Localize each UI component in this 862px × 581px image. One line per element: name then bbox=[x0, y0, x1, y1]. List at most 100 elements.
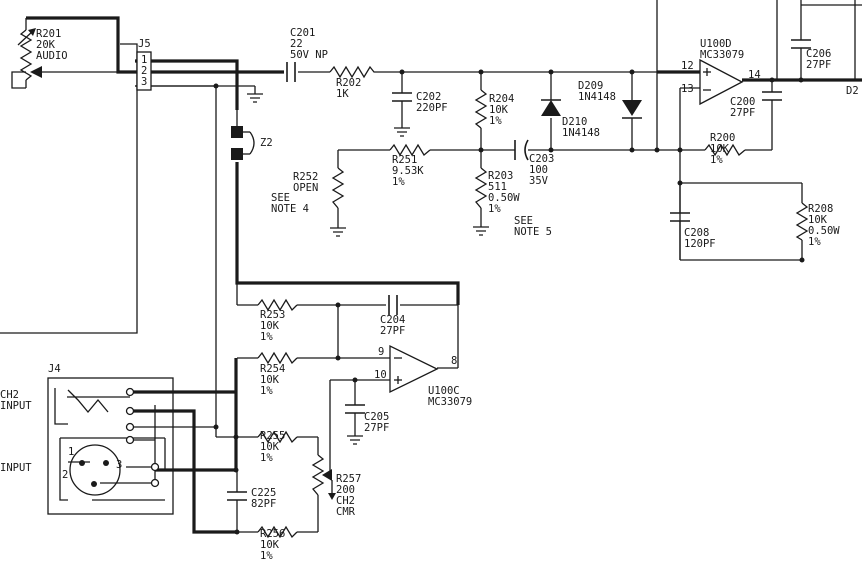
r255-resistor bbox=[257, 430, 298, 444]
label-line: 27PF bbox=[806, 59, 831, 71]
label-line: R202 bbox=[336, 77, 361, 89]
label-line: 10K bbox=[710, 143, 730, 155]
r253-resistor bbox=[257, 298, 298, 312]
label-line: 1% bbox=[489, 115, 502, 127]
label-line: 1N4148 bbox=[578, 91, 616, 103]
r201-potentiometer bbox=[11, 18, 118, 89]
label-line: NOTE 5 bbox=[514, 226, 552, 238]
d209-diode bbox=[622, 100, 642, 119]
label-line: 1 bbox=[141, 54, 147, 66]
label-line: R255 bbox=[260, 430, 285, 442]
label-line: 1% bbox=[710, 154, 723, 166]
label-line: C208 bbox=[684, 227, 709, 239]
label-line: 220PF bbox=[416, 102, 448, 114]
label-line: 1N4148 bbox=[562, 127, 600, 139]
u100c-opamp bbox=[389, 344, 439, 394]
label-line: 3 bbox=[141, 76, 147, 88]
label-line: 511 bbox=[488, 181, 507, 193]
r203-resistor bbox=[474, 167, 488, 209]
label-line: R254 bbox=[260, 363, 285, 375]
xlr-pin-2: 2 bbox=[62, 469, 68, 481]
u100d-opamp bbox=[699, 58, 744, 106]
label-line: 10K bbox=[260, 441, 280, 453]
c208-capacitor bbox=[670, 212, 690, 222]
label-line: R201 bbox=[36, 28, 61, 40]
label-line: CH2 bbox=[0, 389, 19, 401]
c205-capacitor bbox=[345, 404, 365, 414]
label-line: C200 bbox=[730, 96, 755, 108]
label-line: R204 bbox=[489, 93, 514, 105]
label-line: 35V bbox=[529, 175, 549, 187]
xlr-pin-3: 3 bbox=[116, 459, 122, 471]
label-line: OPEN bbox=[293, 182, 318, 194]
c225-capacitor bbox=[227, 491, 247, 501]
label-line: SEE bbox=[514, 215, 533, 227]
c201-capacitor bbox=[286, 62, 296, 82]
label-line: 1% bbox=[808, 236, 821, 248]
label-line: Z2 bbox=[260, 137, 273, 149]
label-line: C203 bbox=[529, 153, 554, 165]
label-line: J5 bbox=[138, 38, 151, 50]
label-line: INPUT bbox=[0, 400, 32, 412]
label-line: 10K bbox=[260, 320, 280, 332]
label-line: 100 bbox=[529, 164, 548, 176]
u100c-pin-9: 9 bbox=[378, 346, 384, 358]
label-line: 27PF bbox=[364, 422, 389, 434]
label-line: C206 bbox=[806, 48, 831, 60]
label-line: U100D bbox=[700, 38, 732, 50]
label-line: 1% bbox=[488, 203, 501, 215]
r256-resistor bbox=[257, 525, 298, 539]
label-line: SEE bbox=[271, 192, 290, 204]
r200-resistor bbox=[704, 143, 746, 157]
label-line: MC33079 bbox=[700, 49, 744, 61]
label-line: J4 bbox=[48, 363, 61, 375]
label-line: D210 bbox=[562, 116, 587, 128]
label-line: 27PF bbox=[380, 325, 405, 337]
label-line: 200 bbox=[336, 484, 355, 496]
label-line: CMR bbox=[336, 506, 356, 518]
r257-trimmer bbox=[311, 454, 336, 500]
r208-resistor bbox=[795, 202, 809, 241]
label-line: 0.50W bbox=[808, 225, 840, 237]
u100d-pin-12: 12 bbox=[681, 60, 694, 72]
label-line: 10K bbox=[489, 104, 509, 116]
label-line: 10K bbox=[808, 214, 828, 226]
label-line: 50V NP bbox=[290, 49, 328, 61]
label-line: R252 bbox=[293, 171, 318, 183]
label-line: 9.53K bbox=[392, 165, 424, 177]
label-line: AUDIO bbox=[36, 50, 68, 62]
label-line: 1K bbox=[336, 88, 349, 100]
label-line: NOTE 4 bbox=[271, 203, 309, 215]
label-line: 27PF bbox=[730, 107, 755, 119]
label-line: 2 bbox=[141, 65, 147, 77]
r202-resistor bbox=[329, 65, 378, 79]
r254-resistor bbox=[257, 351, 298, 365]
d210-diode bbox=[541, 99, 561, 116]
u100c-pin-10: 10 bbox=[374, 369, 387, 381]
input-label: INPUT bbox=[0, 462, 32, 474]
z2-protection bbox=[231, 126, 255, 160]
edge-right-label: D2 bbox=[846, 85, 859, 97]
c204-capacitor bbox=[388, 295, 398, 315]
xlr-pin-1: 1 bbox=[68, 446, 74, 458]
label-line: D2 bbox=[846, 85, 859, 97]
label-line: 1% bbox=[260, 385, 273, 397]
